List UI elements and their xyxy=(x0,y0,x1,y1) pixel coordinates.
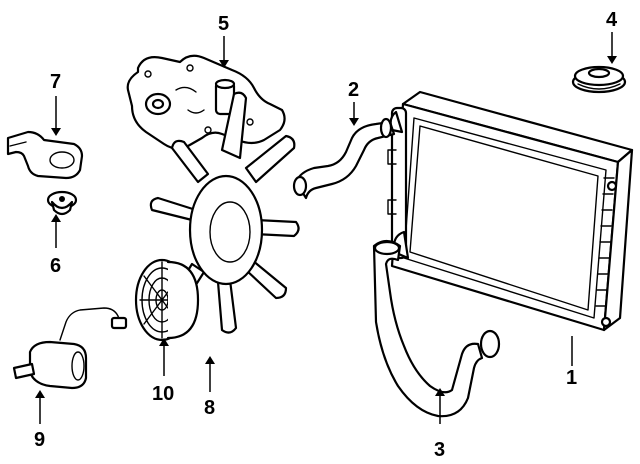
callout-7: 7 xyxy=(50,71,61,93)
radiator-part xyxy=(387,90,634,332)
callout-4: 4 xyxy=(606,9,618,31)
callout-5: 5 xyxy=(218,13,229,35)
radiator-cap-part xyxy=(571,65,627,94)
callout-10: 10 xyxy=(152,383,174,405)
thermostat-part xyxy=(46,190,78,216)
thermostat-housing-part xyxy=(6,130,84,180)
fan-blade-part xyxy=(149,91,300,334)
callout-9: 9 xyxy=(34,429,45,451)
callout-6: 6 xyxy=(50,255,61,277)
upper-radiator-hose-part xyxy=(292,117,396,200)
callout-8: 8 xyxy=(204,397,215,419)
fan-clutch-part xyxy=(134,258,200,342)
callout-3: 3 xyxy=(434,439,445,461)
water-pump-part xyxy=(126,54,286,150)
lower-radiator-hose-part xyxy=(372,239,501,418)
coolant-sensor-part xyxy=(12,307,128,390)
leader-lines xyxy=(35,32,617,424)
callout-2: 2 xyxy=(348,79,359,101)
callout-1: 1 xyxy=(566,367,577,389)
